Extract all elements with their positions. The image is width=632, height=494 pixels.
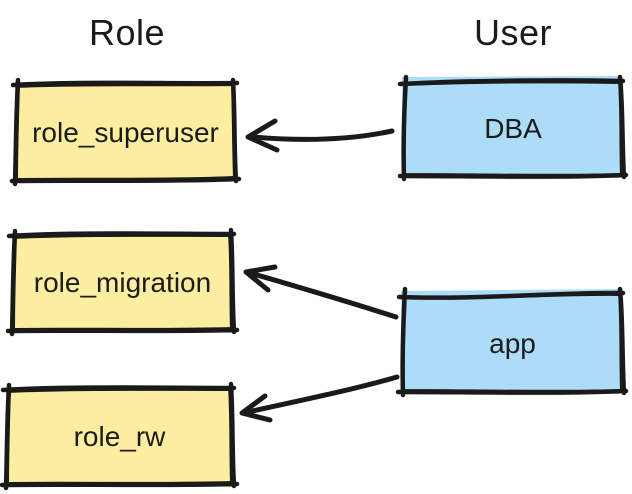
node-label-role-superuser: role_superuser	[32, 117, 219, 148]
edge-app-to-role-rw	[239, 374, 400, 423]
node-label-app: app	[489, 328, 536, 359]
node-role-migration-box	[5, 227, 240, 337]
node-label-dba: DBA	[484, 113, 542, 144]
node-dba-box	[397, 74, 629, 182]
node-label-role-rw: role_rw	[73, 421, 166, 452]
column-title-user: User	[473, 12, 552, 53]
column-title-role: Role	[88, 12, 166, 53]
edge-dba-to-role-superuser	[245, 118, 395, 153]
node-role-superuser-box	[9, 77, 242, 187]
node-app-box	[395, 286, 629, 398]
node-role-rw-box	[0, 381, 240, 491]
edge-app-to-role-migration	[243, 264, 399, 320]
node-label-role-migration: role_migration	[33, 267, 212, 298]
